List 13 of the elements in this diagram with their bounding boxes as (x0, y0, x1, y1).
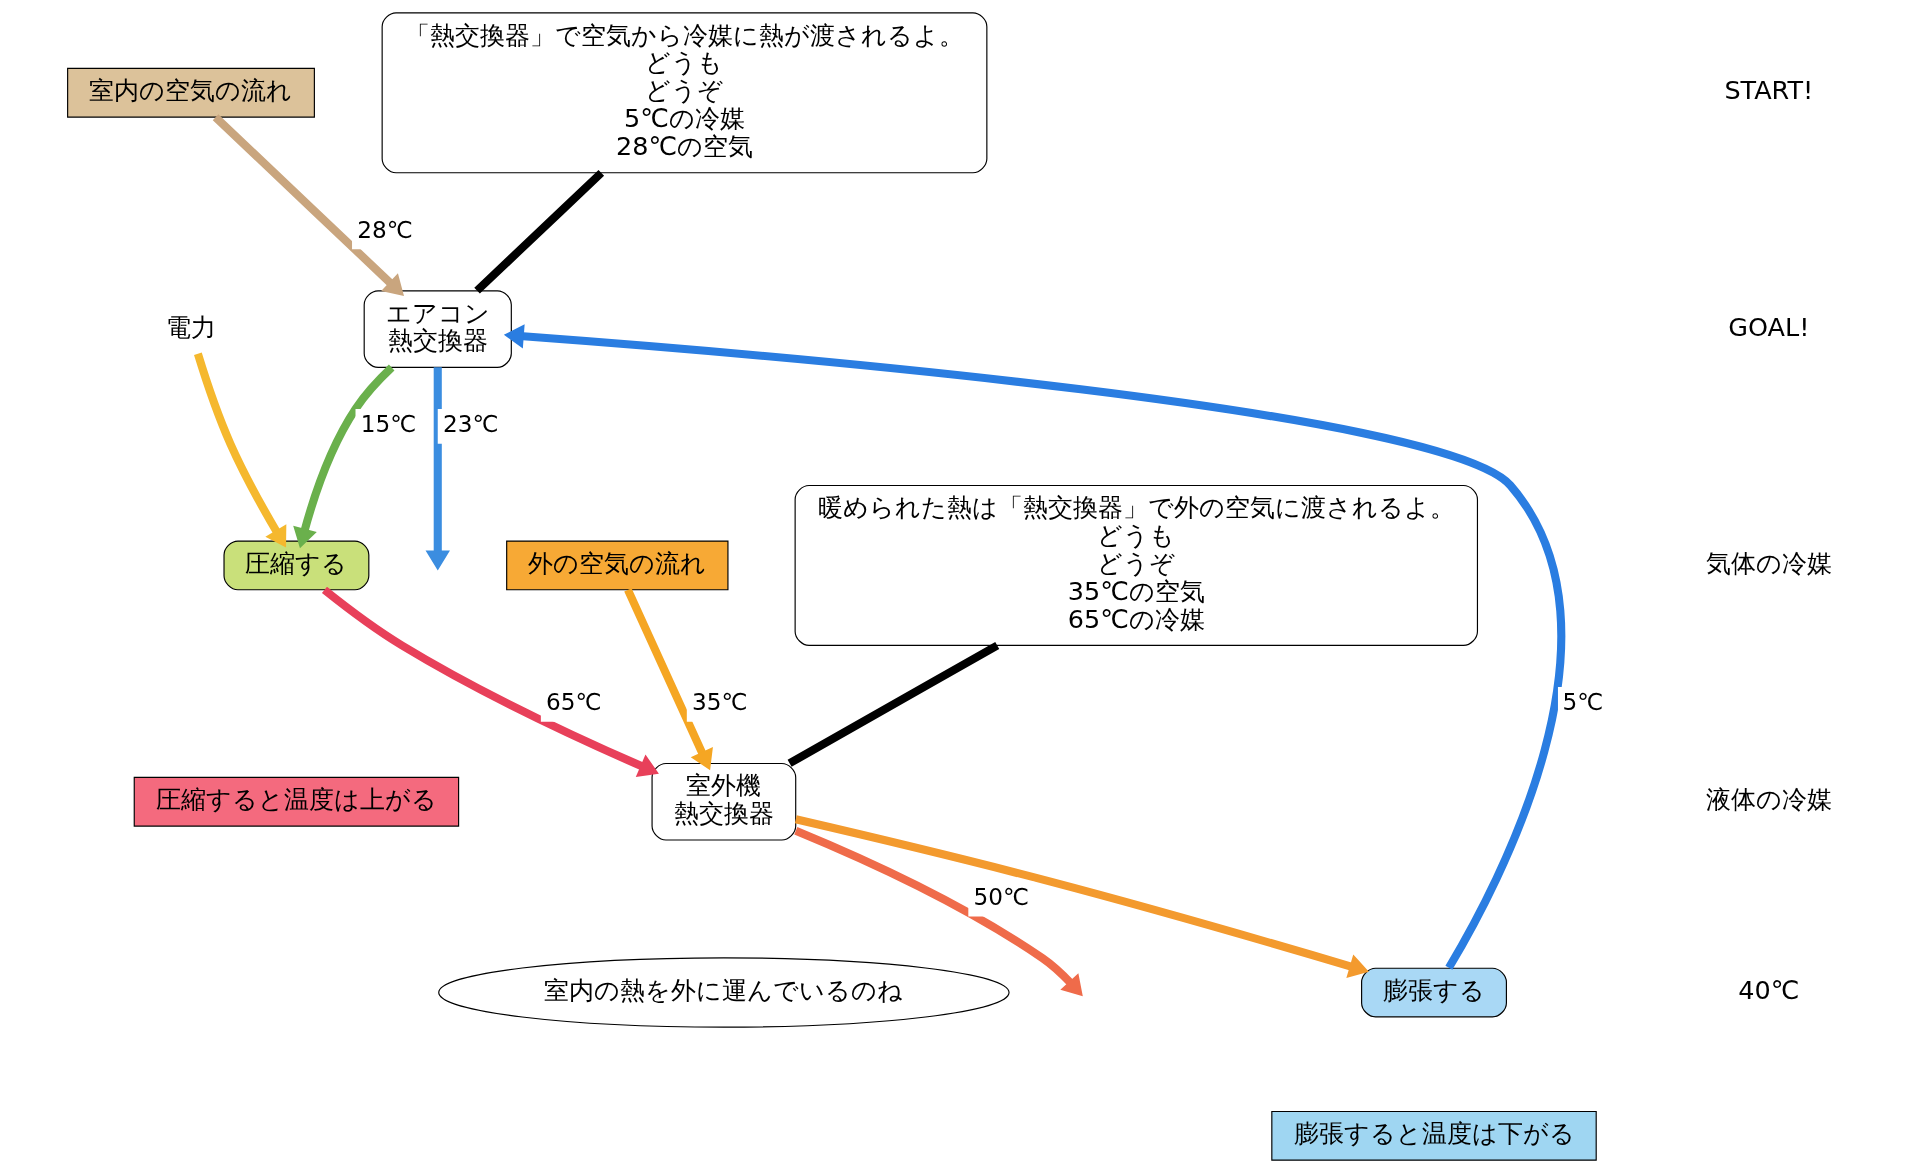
label: 液体の冷媒 (1705, 784, 1832, 815)
edge-label: 5℃ (1562, 689, 1603, 716)
label: GOAL! (1727, 311, 1809, 342)
node-text: 電力 (165, 311, 216, 342)
edge-label: 23℃ (442, 411, 498, 438)
edge-label: 50℃ (973, 883, 1029, 910)
label: START! (1723, 75, 1813, 106)
edge-label: 28℃ (356, 216, 413, 243)
edge-label: 65℃ (545, 689, 602, 716)
label: 40℃ (1737, 975, 1799, 1006)
edge-label: 15℃ (360, 411, 416, 438)
edge-label: 35℃ (691, 689, 748, 716)
label: 気体の冷媒 (1705, 547, 1832, 578)
